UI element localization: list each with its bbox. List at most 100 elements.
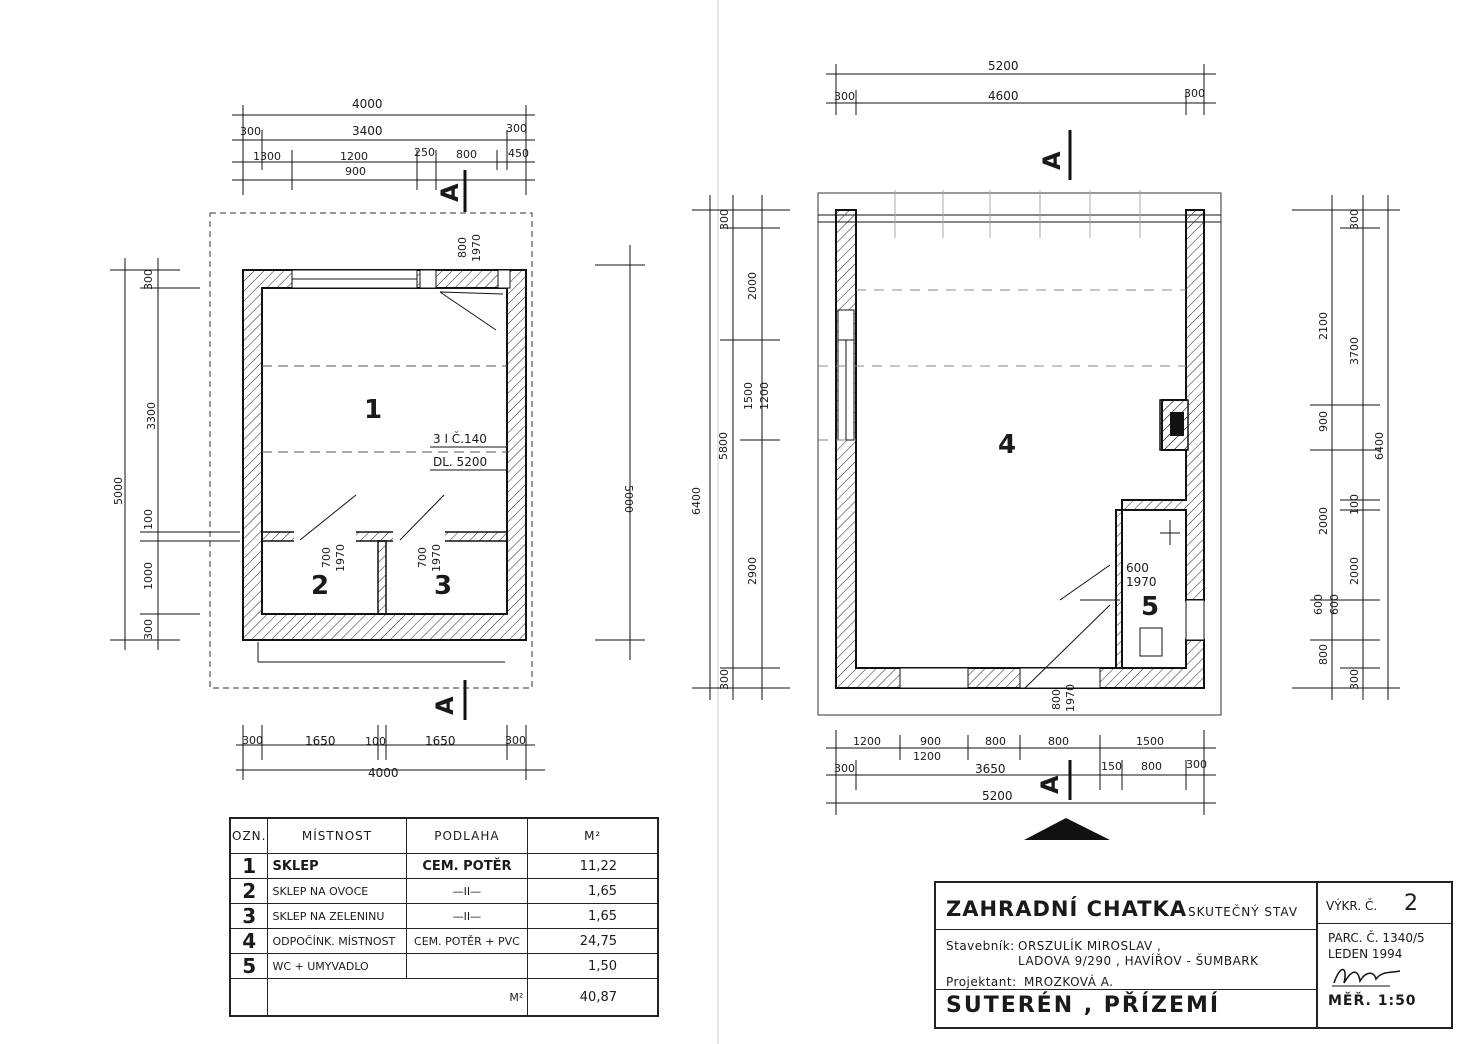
legend-no: 2: [229, 878, 269, 904]
room-4-label: 4: [998, 430, 1016, 460]
door-top-height: 1970: [470, 234, 483, 262]
ground-right-dimensions: [1292, 195, 1400, 700]
dim-bottom-300b: 300: [505, 734, 526, 747]
room-legend-table: OZN. MÍSTNOST PODLAHA M² 1 SKLEP CEM. PO…: [229, 817, 659, 1017]
ground-section-mark-top: A: [1038, 151, 1066, 170]
legend-room: WC + UMYVADLO: [267, 953, 407, 979]
legend-header-area: M²: [527, 817, 659, 854]
room-3-label: 3: [434, 571, 452, 601]
door-left-width: 700: [320, 547, 333, 568]
section-mark-bottom: A: [431, 696, 459, 715]
dim-bottom-1200a: 1200: [853, 735, 881, 748]
legend-row: 2 SKLEP NA OVOCE —II— 1,65: [229, 878, 659, 904]
legend-floor: [405, 953, 529, 979]
dim-right-5000: 5000: [622, 485, 635, 513]
legend-area: 1,50: [527, 953, 659, 979]
builder-name: ORSZULÍK MIROSLAV ,: [1018, 939, 1162, 953]
dim-left-2900: 2900: [746, 557, 759, 585]
dim-right-3700: 3700: [1348, 337, 1361, 365]
legend-row: 3 SKLEP NA ZELENINU —II— 1,65: [229, 903, 659, 929]
dim-bottom-300a: 300: [834, 762, 855, 775]
beam-note-2: DL. 5200: [433, 455, 487, 469]
drawing-no: 2: [1404, 891, 1418, 916]
legend-empty: [229, 978, 269, 1017]
dim-right-2000b: 2000: [1348, 557, 1361, 585]
dim-left-2000: 2000: [746, 272, 759, 300]
dim-bottom-1650b: 1650: [425, 734, 456, 748]
signature-icon: [1332, 968, 1401, 987]
dim-top-300a: 300: [240, 125, 261, 138]
section-mark-top: A: [436, 183, 464, 202]
door-right-height: 1970: [430, 544, 443, 572]
basement-bottom-dimensions: [236, 642, 545, 780]
dim-bottom-800c: 800: [1141, 760, 1162, 773]
ground-top-dimensions: [826, 64, 1216, 115]
north-arrow-icon: [1024, 818, 1110, 840]
legend-header-floor: PODLAHA: [405, 817, 529, 854]
drawing-scale: MĚŘ. 1:50: [1328, 993, 1417, 1009]
dim-left-300a: 300: [718, 209, 731, 230]
dim-bottom-800a: 800: [985, 735, 1006, 748]
legend-header: OZN. MÍSTNOST PODLAHA M²: [229, 817, 659, 854]
dim-bottom-1650a: 1650: [305, 734, 336, 748]
dim-left-300b: 300: [718, 669, 731, 690]
dim-left-1200: 1200: [758, 382, 771, 410]
dim-right-300a: 300: [1348, 209, 1361, 230]
ground-section-mark-bottom: A: [1036, 775, 1064, 794]
legend-area: 11,22: [527, 853, 659, 879]
dim-right-100: 100: [1348, 494, 1361, 515]
floor-divider: [936, 989, 1316, 990]
dim-bottom-4000: 4000: [368, 766, 399, 780]
dim-bottom-1500: 1500: [1136, 735, 1164, 748]
drawing-no-label: VÝKR. Č.: [1326, 899, 1378, 913]
basement-plan: 1 2 3 3 I Č.140 DL. 5200 800 1970 700 19…: [110, 97, 645, 780]
dim-bottom-5200: 5200: [982, 789, 1013, 803]
dim-bottom-100: 100: [365, 735, 386, 748]
door-top-width: 800: [456, 237, 469, 258]
dim-top-4600: 4600: [988, 89, 1019, 103]
dim-right-300b: 300: [1348, 669, 1361, 690]
dim-top-1200: 1200: [340, 150, 368, 163]
legend-floor: CEM. POTĚR: [405, 853, 529, 879]
entry-door-width: 800: [1050, 689, 1063, 710]
legend-row: 4 ODPOČÍNK. MÍSTNOST CEM. POTĚR + PVC 24…: [229, 928, 659, 954]
ground-outline: [817, 192, 1222, 716]
side-divider: [1318, 923, 1451, 924]
dim-top-250: 250: [414, 146, 435, 159]
title-block-main: ZAHRADNÍ CHATKA SKUTEČNÝ STAV Stavebník:…: [936, 883, 1318, 1027]
legend-floor: —II—: [405, 903, 529, 929]
dim-top-450: 450: [508, 147, 529, 160]
legend-floor: CEM. POTĚR + PVC: [405, 928, 529, 954]
legend-room: ODPOČÍNK. MÍSTNOST: [267, 928, 407, 954]
project-subtitle: SKUTEČNÝ STAV: [1188, 905, 1299, 919]
dim-top-300b: 300: [506, 122, 527, 135]
ground-left-dimensions: [692, 195, 790, 700]
builder-address: LADOVA 9/290 , HAVÍŘOV - ŠUMBARK: [1018, 954, 1259, 968]
project-title: ZAHRADNÍ CHATKA: [946, 897, 1188, 921]
dim-top-3400: 3400: [352, 124, 383, 138]
dim-left-3300: 3300: [145, 402, 158, 430]
dim-left-5800: 5800: [717, 432, 730, 460]
dim-right-2100: 2100: [1317, 312, 1330, 340]
dim-right-800: 800: [1317, 644, 1330, 665]
entry-door-height: 1970: [1064, 684, 1077, 712]
legend-room: SKLEP NA OVOCE: [267, 878, 407, 904]
legend-empty: M²: [267, 978, 529, 1017]
floors-title: SUTERÉN , PŘÍZEMÍ: [946, 993, 1221, 1018]
dim-bottom-3650: 3650: [975, 762, 1006, 776]
dim-top-300b: 300: [1184, 87, 1205, 100]
legend-room: SKLEP NA ZELENINU: [267, 903, 407, 929]
door-right-width: 700: [416, 547, 429, 568]
dim-top-900: 900: [345, 165, 366, 178]
legend-area: 24,75: [527, 928, 659, 954]
wc-door-height: 1970: [1126, 575, 1157, 589]
parcel-number: PARC. Č. 1340/5: [1328, 931, 1425, 945]
dim-bottom-150: 150: [1101, 760, 1122, 773]
beam-note-1: 3 I Č.140: [433, 431, 487, 446]
dim-top-4000: 4000: [352, 97, 383, 111]
dim-bottom-1200b: 1200: [913, 750, 941, 763]
dim-right-2000a: 2000: [1317, 507, 1330, 535]
legend-room: SKLEP: [267, 853, 407, 879]
legend-no: 5: [229, 953, 269, 979]
